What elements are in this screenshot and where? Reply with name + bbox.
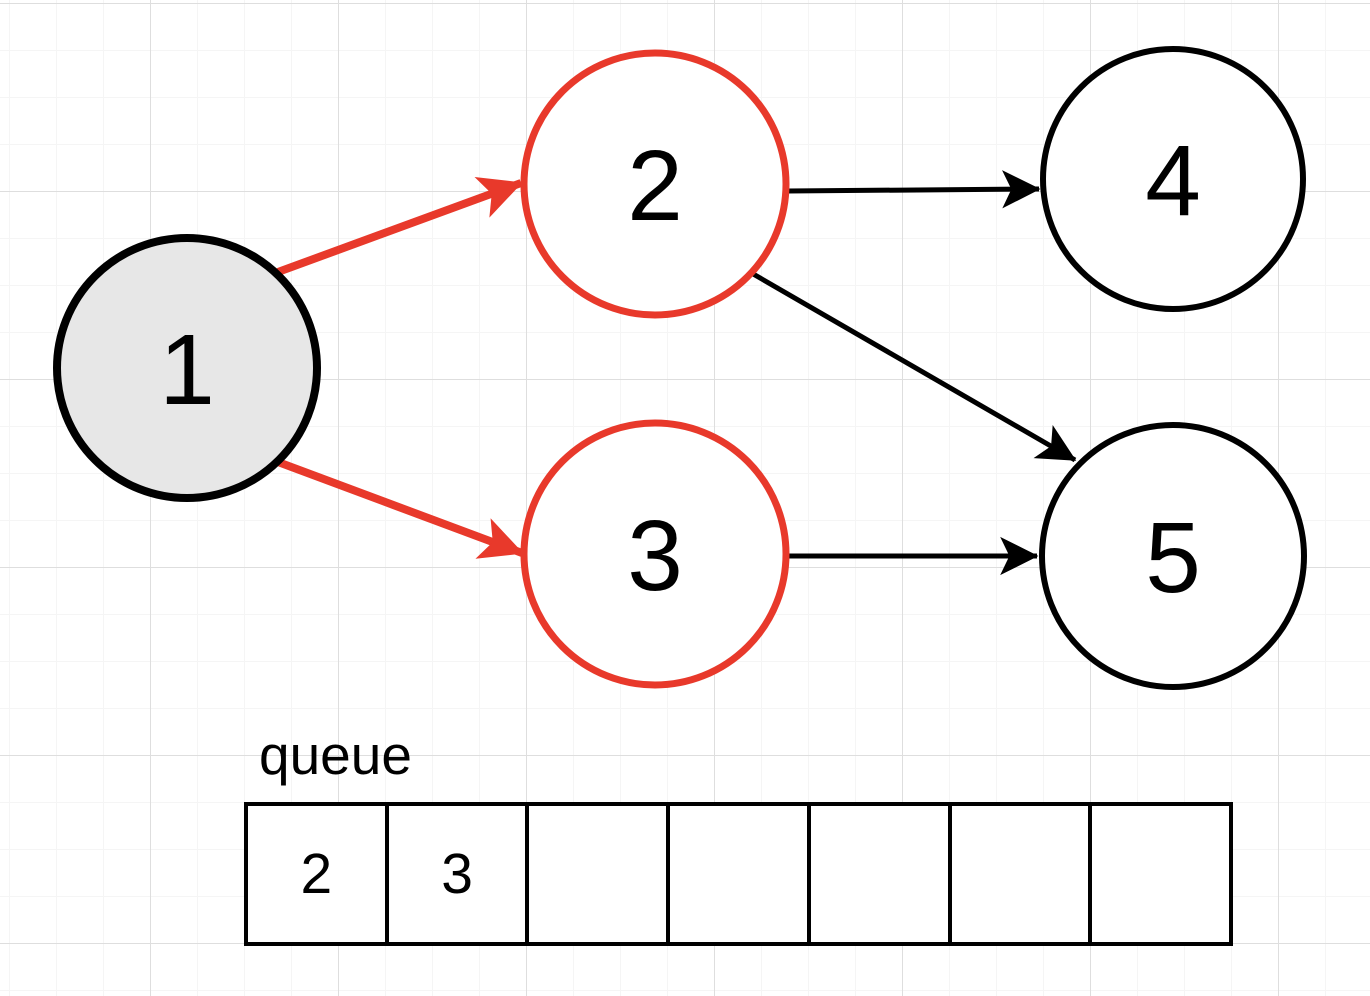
node-1-circle[interactable] [53, 234, 321, 502]
queue-cell-5[interactable] [952, 806, 1093, 942]
nodes-layer: 1 2 3 4 5 [53, 46, 1307, 690]
queue-cell-1[interactable]: 3 [389, 806, 530, 942]
edge-1-3-arrow[interactable] [276, 458, 524, 559]
node-4[interactable]: 4 [1040, 46, 1306, 312]
node-4-circle[interactable] [1040, 46, 1306, 312]
node-3-circle[interactable] [520, 419, 790, 689]
node-5[interactable]: 5 [1039, 422, 1307, 690]
node-2-label: 2 [627, 130, 683, 242]
node-2[interactable]: 2 [520, 49, 790, 319]
node-3[interactable]: 3 [520, 419, 790, 689]
node-3-label: 3 [627, 500, 683, 612]
node-4-label: 4 [1145, 125, 1201, 237]
node-5-circle[interactable] [1039, 422, 1307, 690]
queue-cell-4[interactable] [811, 806, 952, 942]
edges-layer [276, 170, 1077, 576]
queue-cell-6[interactable] [1092, 806, 1229, 942]
edge-2-4-arrow[interactable] [787, 170, 1041, 209]
queue-cell-2[interactable] [529, 806, 671, 942]
queue-array: 2 3 [244, 802, 1233, 946]
node-1-label: 1 [159, 314, 215, 426]
node-5-label: 5 [1145, 502, 1201, 614]
queue-cell-0[interactable]: 2 [248, 806, 389, 942]
node-1[interactable]: 1 [53, 234, 321, 502]
edge-2-5-arrow[interactable] [746, 268, 1077, 463]
edge-1-2-arrow[interactable] [276, 177, 523, 276]
queue-title: queue [259, 724, 412, 786]
node-2-circle[interactable] [520, 49, 790, 319]
queue-cell-3[interactable] [670, 806, 811, 942]
